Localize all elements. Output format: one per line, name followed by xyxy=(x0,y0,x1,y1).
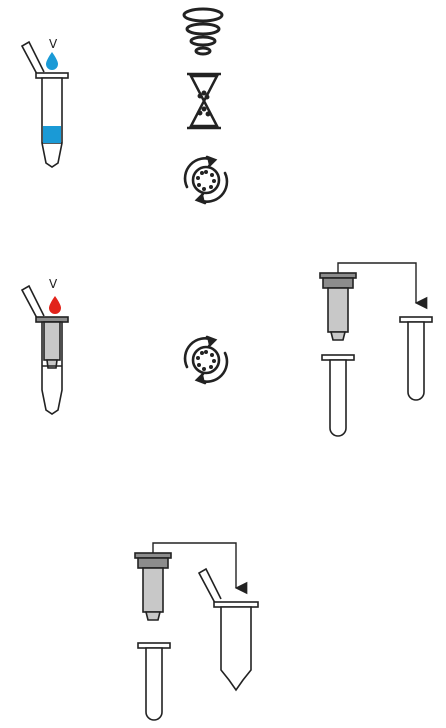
microcentrifuge-tube xyxy=(197,567,259,692)
step-1-label: V xyxy=(49,37,58,51)
new-collection-tube xyxy=(399,316,433,401)
red-drop-icon xyxy=(49,296,61,314)
spin-column xyxy=(134,552,172,621)
step-2-label: V xyxy=(49,277,58,291)
collection-tube xyxy=(137,642,171,721)
step-2: V xyxy=(20,262,433,437)
collection-tube xyxy=(321,354,355,437)
transfer-arrow-icon xyxy=(337,262,428,310)
tube-with-blue-liquid xyxy=(20,40,69,168)
blue-drop-icon xyxy=(46,52,58,70)
hourglass-icon xyxy=(187,72,221,130)
centrifuge-icon xyxy=(183,335,229,385)
vortex-icon xyxy=(182,7,224,56)
step-1: V xyxy=(20,7,229,205)
transfer-arrow-icon xyxy=(152,542,248,595)
tube-with-spin-column xyxy=(20,284,69,415)
spin-column xyxy=(319,272,357,341)
centrifuge-icon xyxy=(183,155,229,205)
step-3 xyxy=(134,542,259,721)
